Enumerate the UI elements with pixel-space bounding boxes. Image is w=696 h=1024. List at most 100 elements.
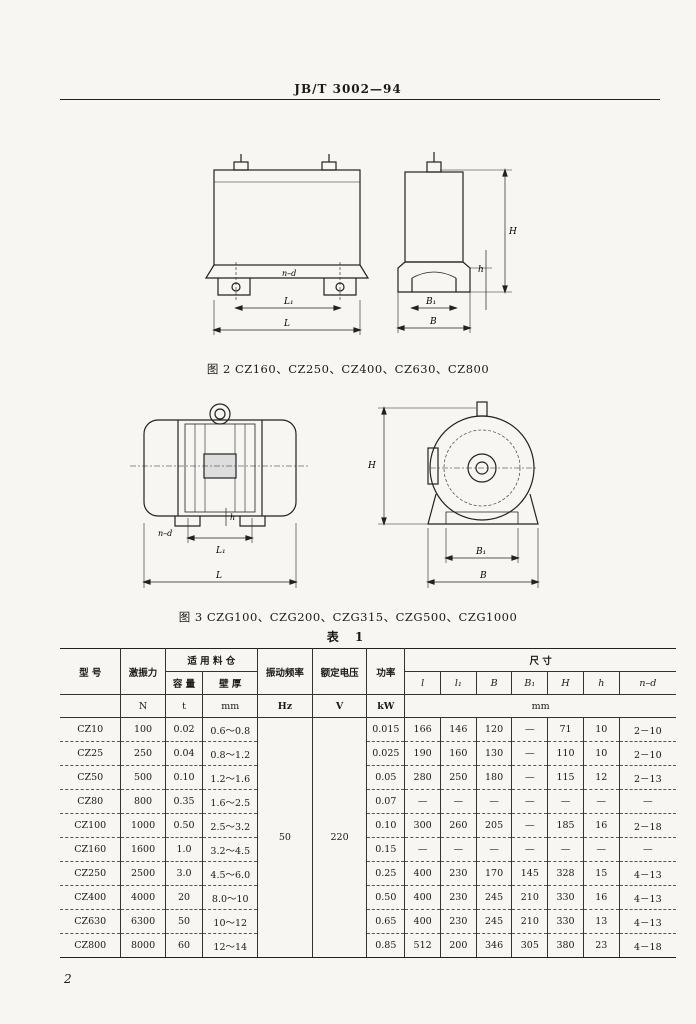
table-cell: 200 <box>440 933 477 958</box>
figure-3-drawing: n–d L₁ L h H B₁ B <box>130 401 540 588</box>
table-cell: 205 <box>476 813 513 838</box>
fig2-label-L: L <box>283 319 290 329</box>
table-cell: — <box>511 765 549 790</box>
page-header: JB/T 3002—94 <box>294 82 402 96</box>
unit-power: kW <box>366 694 406 718</box>
table-cell: — <box>583 837 620 862</box>
table-cell: 0.10 <box>366 813 406 838</box>
table-cell: — <box>619 837 676 862</box>
fig2-label-L1: L₁ <box>283 297 294 307</box>
table-cell: 210 <box>511 885 549 910</box>
col-material: 适 用 料 仓 <box>165 648 259 672</box>
table-cell: 8000 <box>120 933 166 958</box>
table-cell: 10 <box>583 741 620 766</box>
table-cell: CZ630 <box>60 909 122 934</box>
table-cell: 0.15 <box>366 837 406 862</box>
fig3-label-L1: L₁ <box>215 546 226 556</box>
table-cell: 2－18 <box>619 813 676 838</box>
fig2-label-H: H <box>508 227 517 237</box>
col-power: 功率 <box>366 648 406 695</box>
table-cell: 170 <box>476 861 513 886</box>
table-cell: CZ160 <box>60 837 122 862</box>
table-cell: 245 <box>476 909 513 934</box>
table-cell: CZ800 <box>60 933 122 958</box>
col-thickness: 壁 厚 <box>202 671 259 695</box>
table-cell: — <box>547 837 584 862</box>
table-cell: 190 <box>404 741 441 766</box>
table-cell: 120 <box>476 717 513 742</box>
table-cell: 4－13 <box>619 885 676 910</box>
table-cell: 500 <box>120 765 166 790</box>
table-cell: 71 <box>547 717 584 742</box>
merged-voltage-cell: 220 <box>312 717 368 958</box>
table-cell: 0.015 <box>366 717 406 742</box>
table-cell: 245 <box>476 885 513 910</box>
table-cell: 0.50 <box>165 813 204 838</box>
table-cell: 250 <box>440 765 477 790</box>
fig3-label-h: h <box>230 513 235 522</box>
fig2-label-B: B <box>429 317 437 327</box>
table-cell: 115 <box>547 765 584 790</box>
table-cell: — <box>511 813 549 838</box>
col-force: 激振力 <box>120 648 166 695</box>
table-cell: 16 <box>583 885 620 910</box>
table-cell: 0.85 <box>366 933 406 958</box>
table-cell: 0.50 <box>366 885 406 910</box>
fig2-label-h: h <box>478 265 484 275</box>
table-cell: CZ400 <box>60 885 122 910</box>
table-cell: 0.6～0.8 <box>202 717 259 742</box>
table-cell: 380 <box>547 933 584 958</box>
table-cell: 185 <box>547 813 584 838</box>
unit-dims: mm <box>404 694 676 718</box>
table-cell: — <box>476 837 513 862</box>
fig3-label-L: L <box>215 571 222 581</box>
table-cell: 2500 <box>120 861 166 886</box>
unit-thickness: mm <box>202 694 259 718</box>
table-cell: 0.025 <box>366 741 406 766</box>
fig3-label-B: B <box>479 571 487 581</box>
table-cell: — <box>404 837 441 862</box>
table-cell: 0.05 <box>366 765 406 790</box>
table-cell: 330 <box>547 885 584 910</box>
figure-3-caption: 图 3 CZG100、CZG200、CZG315、CZG500、CZG1000 <box>178 610 518 624</box>
col-dims: 尺 寸 <box>404 648 676 672</box>
table-cell: 0.07 <box>366 789 406 814</box>
col-capacity: 容 量 <box>165 671 204 695</box>
table-cell: 100 <box>120 717 166 742</box>
table-cell: 3.2～4.5 <box>202 837 259 862</box>
table-cell: CZ25 <box>60 741 122 766</box>
table-cell: 23 <box>583 933 620 958</box>
figure-2-drawing: n–d L₁ L B₁ B h H <box>204 152 517 335</box>
table-cell: 400 <box>404 861 441 886</box>
table-cell: 20 <box>165 885 204 910</box>
table-cell: 0.02 <box>165 717 204 742</box>
col-freq: 振动频率 <box>257 648 313 695</box>
table-cell: 146 <box>440 717 477 742</box>
table-cell: 0.04 <box>165 741 204 766</box>
merged-freq-cell: 50 <box>257 717 313 958</box>
table-cell: 400 <box>404 885 441 910</box>
col-nd: n–d <box>619 671 676 695</box>
table-cell: 0.8～1.2 <box>202 741 259 766</box>
unit-force: N <box>120 694 166 718</box>
table-cell: 12～14 <box>202 933 259 958</box>
col-voltage: 额定电压 <box>312 648 368 695</box>
table-cell: 1600 <box>120 837 166 862</box>
table-cell: CZ50 <box>60 765 122 790</box>
table-cell: 800 <box>120 789 166 814</box>
table-cell: 15 <box>583 861 620 886</box>
table-cell: CZ80 <box>60 789 122 814</box>
table-cell: 50 <box>165 909 204 934</box>
table-cell: — <box>511 717 549 742</box>
table-cell: 4－13 <box>619 909 676 934</box>
col-model: 型 号 <box>60 648 122 695</box>
table-cell: 230 <box>440 909 477 934</box>
table-cell: 130 <box>476 741 513 766</box>
table-cell: 0.10 <box>165 765 204 790</box>
fig3-label-nd: n–d <box>158 529 172 538</box>
table-cell: 1.6～2.5 <box>202 789 259 814</box>
